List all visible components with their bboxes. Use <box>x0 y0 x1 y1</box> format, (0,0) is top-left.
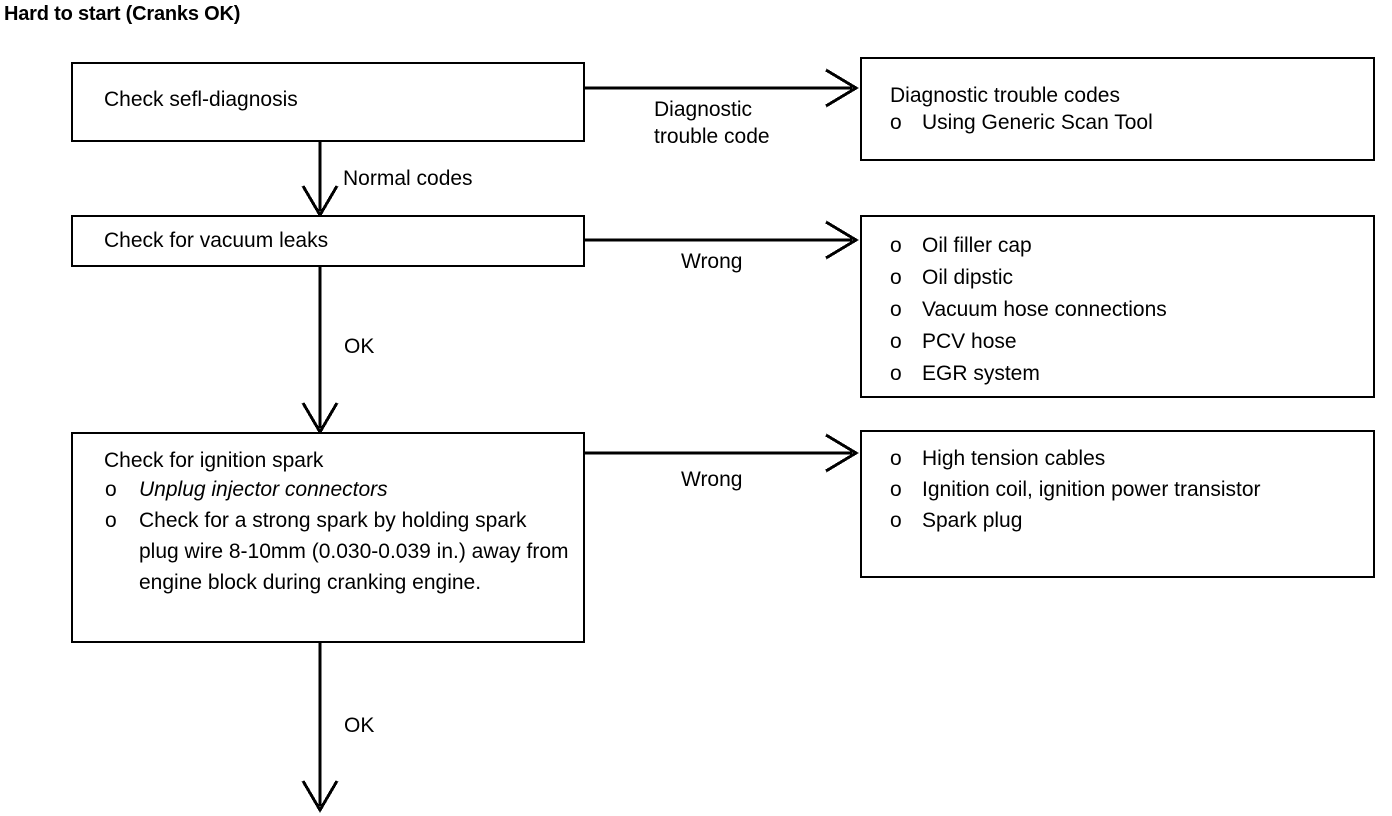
bullet-circle-icon: o <box>890 478 902 501</box>
edge-label-diagnostic-trouble-code: Diagnostic trouble code <box>654 98 770 148</box>
list-item: o Spark plug <box>862 505 1373 536</box>
list-item-label: Ignition coil, ignition power transistor <box>922 478 1261 501</box>
bullet-list: o Oil filler cap o Oil dipstic o Vacuum … <box>862 230 1373 390</box>
node-check-vacuum-leaks[interactable]: Check for vacuum leaks <box>71 215 585 267</box>
node-check-self-diagnosis[interactable]: Check sefl-diagnosis <box>71 62 585 142</box>
list-item: o Using Generic Scan Tool <box>862 109 1373 137</box>
edge-arrowhead-spark-ok <box>301 780 339 813</box>
list-item-label: Using Generic Scan Tool <box>922 111 1153 134</box>
list-item-label: Vacuum hose connections <box>922 298 1167 321</box>
list-item-label: High tension cables <box>922 447 1106 470</box>
bullet-circle-icon: o <box>890 330 902 353</box>
edge-label-spark-ok: OK <box>344 714 375 737</box>
bullet-circle-icon: o <box>105 509 117 532</box>
list-item: o Vacuum hose connections <box>862 294 1373 326</box>
node-ignition-spark-items[interactable]: o High tension cables o Ignition coil, i… <box>860 430 1375 578</box>
bullet-circle-icon: o <box>890 362 902 385</box>
list-item-label: Oil dipstic <box>922 266 1014 289</box>
bullet-list: o High tension cables o Ignition coil, i… <box>862 443 1373 536</box>
bullet-circle-icon: o <box>890 111 902 134</box>
list-item: o High tension cables <box>862 443 1373 474</box>
list-item: o Unplug injector connectors <box>73 474 583 505</box>
edge-arrowhead-spark-wrong <box>825 433 859 473</box>
list-item-label: EGR system <box>922 362 1040 385</box>
edge-label-vacuum-ok: OK <box>344 335 375 358</box>
list-item-label: PCV hose <box>922 330 1017 353</box>
bullet-circle-icon: o <box>890 298 902 321</box>
list-item: o Check for a strong spark by holding sp… <box>73 505 583 598</box>
list-item: o Ignition coil, ignition power transist… <box>862 474 1373 505</box>
bullet-circle-icon: o <box>890 447 902 470</box>
page-title: Hard to start (Cranks OK) <box>4 3 241 25</box>
list-item: o PCV hose <box>862 326 1373 358</box>
bullet-circle-icon: o <box>105 478 117 501</box>
node-heading: Diagnostic trouble codes <box>890 84 1120 107</box>
bullet-list: o Unplug injector connectors o Check for… <box>73 474 583 598</box>
node-heading: Check for vacuum leaks <box>104 229 329 252</box>
node-vacuum-leak-items[interactable]: o Oil filler cap o Oil dipstic o Vacuum … <box>860 215 1375 398</box>
list-item-label: Unplug injector connectors <box>139 478 388 501</box>
list-item: o EGR system <box>862 358 1373 390</box>
edge-label-vacuum-wrong: Wrong <box>681 250 743 273</box>
bullet-circle-icon: o <box>890 266 902 289</box>
bullet-circle-icon: o <box>890 509 902 532</box>
node-heading: Check for ignition spark <box>104 449 324 472</box>
bullet-list: o Using Generic Scan Tool <box>862 109 1373 137</box>
list-item-label: Oil filler cap <box>922 234 1032 257</box>
list-item-label: Spark plug <box>922 509 1023 532</box>
node-check-ignition-spark[interactable]: Check for ignition spark o Unplug inject… <box>71 432 585 643</box>
edge-label-spark-wrong: Wrong <box>681 468 743 491</box>
list-item-label: Check for a strong spark by holding spar… <box>139 509 569 594</box>
edge-arrowhead-diagnostic-trouble-code <box>825 68 859 108</box>
edge-arrowhead-vacuum-wrong <box>825 220 859 260</box>
list-item: o Oil filler cap <box>862 230 1373 262</box>
node-heading: Check sefl-diagnosis <box>104 88 298 111</box>
edge-label-normal-codes: Normal codes <box>343 167 473 190</box>
bullet-circle-icon: o <box>890 234 902 257</box>
node-diagnostic-trouble-codes[interactable]: Diagnostic trouble codes o Using Generic… <box>860 57 1375 161</box>
list-item: o Oil dipstic <box>862 262 1373 294</box>
